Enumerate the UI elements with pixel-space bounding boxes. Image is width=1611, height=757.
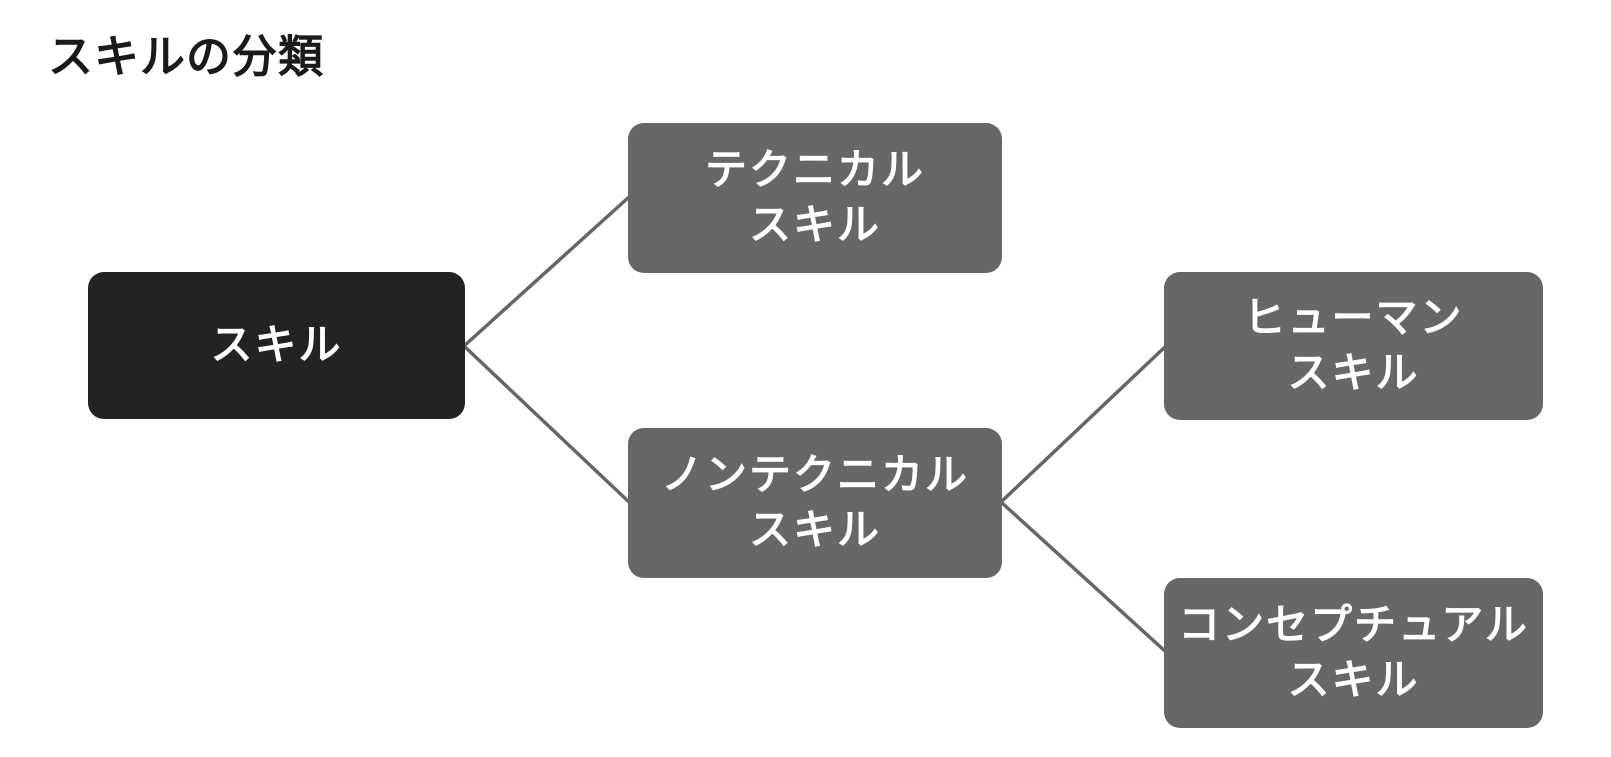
node-technical-skill-label-line1: テクニカル xyxy=(704,145,925,195)
node-skill-root-label: スキル xyxy=(210,320,343,370)
node-technical-skill: テクニカル スキル xyxy=(628,123,1002,273)
connector-nontechnical-to-conceptual xyxy=(999,500,1168,654)
page-title: スキルの分類 xyxy=(48,30,325,83)
node-nontechnical-skill: ノンテクニカル スキル xyxy=(628,428,1002,578)
node-conceptual-skill-label-line1: コンセプチュアル xyxy=(1178,600,1529,650)
connector-root-to-nontechnical xyxy=(462,344,631,504)
connector-nontechnical-to-human xyxy=(999,344,1168,504)
node-human-skill-label-line1: ヒューマン xyxy=(1243,293,1464,343)
node-conceptual-skill: コンセプチュアル スキル xyxy=(1164,578,1543,728)
node-nontechnical-skill-label-line2: スキル xyxy=(748,505,881,554)
node-human-skill-label-line2: スキル xyxy=(1287,348,1420,397)
node-nontechnical-skill-label-line1: ノンテクニカル xyxy=(660,450,969,500)
connector-root-to-technical xyxy=(462,195,631,348)
node-conceptual-skill-label-line2: スキル xyxy=(1287,655,1420,704)
node-skill-root: スキル xyxy=(88,272,465,419)
node-technical-skill-label-line2: スキル xyxy=(748,200,881,249)
node-human-skill: ヒューマン スキル xyxy=(1164,272,1543,420)
